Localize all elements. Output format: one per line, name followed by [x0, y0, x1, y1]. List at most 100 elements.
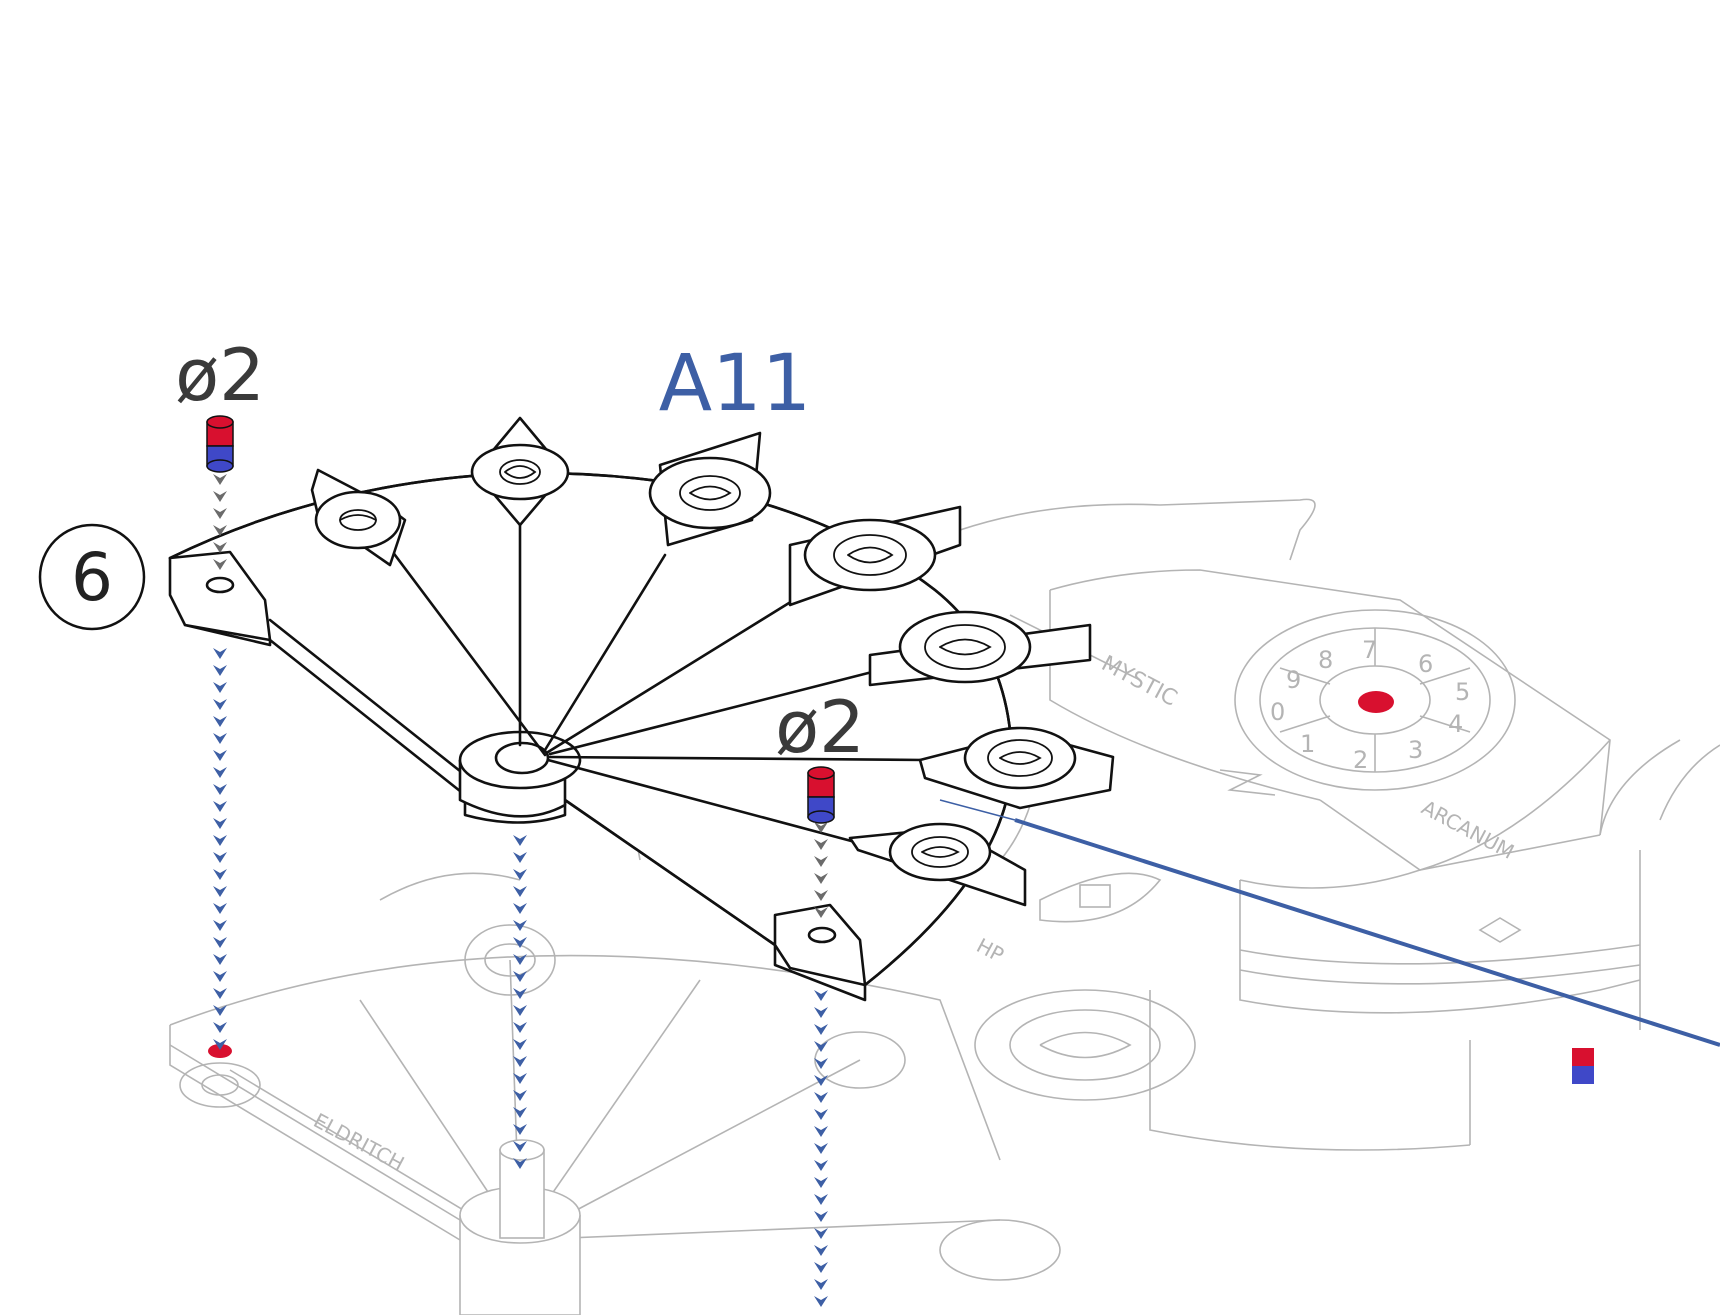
eye-symbol-icon: [310, 468, 407, 567]
arrow-head: [213, 648, 227, 659]
mystic-label: MYSTIC: [1097, 651, 1181, 711]
arrow-head: [814, 907, 828, 918]
arrow-head: [213, 937, 227, 948]
arrow-head: [513, 1158, 527, 1169]
part-a11-fan: [168, 416, 1115, 1002]
arrow-head: [213, 491, 227, 502]
arrow-head: [213, 699, 227, 710]
dial-number-6: 6: [1418, 650, 1433, 678]
arrow-head: [213, 801, 227, 812]
arrow-head: [213, 1039, 227, 1050]
arrow-head: [814, 822, 828, 833]
number-dial: 0 1 2 3 4 5 6 7 8 9: [1234, 609, 1516, 791]
arrow-head: [814, 1211, 828, 1222]
box-magnet-red: [1572, 1048, 1594, 1066]
arrow-head: [513, 988, 527, 999]
arrow-head: [814, 1177, 828, 1188]
arrow-head: [213, 542, 227, 553]
arrow-head: [513, 852, 527, 863]
arrow-head: [814, 890, 828, 901]
magnet-size-label-center: ø2: [775, 685, 865, 769]
dial-number-4: 4: [1448, 710, 1463, 738]
magnet-icon: [807, 766, 835, 824]
arrow-head: [814, 1109, 828, 1120]
dial-number-0: 0: [1270, 698, 1285, 726]
leader-line-thin: [939, 799, 1016, 821]
arrow-head: [213, 474, 227, 485]
eye-symbol-icon: [848, 822, 1027, 907]
arrow-head: [513, 1039, 527, 1050]
dial-number-3: 3: [1408, 736, 1423, 764]
arrow-head: [814, 1245, 828, 1256]
arrow-head: [213, 869, 227, 880]
eye-symbol-icon: [868, 610, 1092, 687]
arrow-head: [513, 971, 527, 982]
arrow-head: [513, 886, 527, 897]
dial-number-9: 9: [1286, 666, 1301, 694]
dial-center-magnet: [1358, 691, 1394, 713]
arrow-head: [213, 903, 227, 914]
arrow-head: [213, 750, 227, 761]
eye-symbol-icon: [470, 416, 570, 527]
dial-number-8: 8: [1318, 646, 1333, 674]
arrow-head: [513, 1124, 527, 1135]
arrow-head: [213, 971, 227, 982]
step-circle: [38, 523, 146, 631]
arrow-head: [213, 954, 227, 965]
arrow-head: [513, 937, 527, 948]
arrow-head: [213, 835, 227, 846]
arrow-head: [814, 1296, 828, 1307]
arrow-head: [814, 839, 828, 850]
arrow-head: [513, 1141, 527, 1152]
arrow-head: [513, 903, 527, 914]
arrow-head: [213, 988, 227, 999]
step-number: 6: [71, 539, 113, 616]
arrow-head: [814, 1075, 828, 1086]
arrow-head: [814, 1007, 828, 1018]
arrow-head: [814, 1058, 828, 1069]
arrow-head: [513, 869, 527, 880]
arrow-head: [213, 682, 227, 693]
arrow-head: [814, 1194, 828, 1205]
dial-number-7: 7: [1362, 636, 1377, 664]
arrow-head: [814, 1126, 828, 1137]
box-magnet-blue: [1572, 1066, 1594, 1084]
arrow-head: [213, 920, 227, 931]
arrow-head: [213, 1022, 227, 1033]
arrow-head: [213, 716, 227, 727]
arrow-head: [814, 1160, 828, 1171]
arrow-head: [213, 818, 227, 829]
arrow-head: [213, 886, 227, 897]
arrow-head: [213, 1005, 227, 1016]
arrow-head: [213, 559, 227, 570]
eye-symbol-icon: [788, 505, 962, 607]
dial-number-2: 2: [1353, 746, 1368, 774]
arrow-head: [814, 1041, 828, 1052]
diamond-marker: [1478, 917, 1522, 943]
arrow-head: [213, 852, 227, 863]
dial-number-1: 1: [1300, 730, 1315, 758]
arrow-head: [213, 784, 227, 795]
arrow-head: [814, 1143, 828, 1154]
background-eye-symbol: [974, 872, 1196, 1101]
arrow-head: [513, 920, 527, 931]
arrow-head: [814, 990, 828, 1001]
leader-line: [1014, 818, 1720, 1047]
arrow-head: [814, 1228, 828, 1239]
dial-number-5: 5: [1455, 678, 1470, 706]
arrow-head: [814, 1279, 828, 1290]
arrow-head: [513, 954, 527, 965]
arrow-head: [513, 1022, 527, 1033]
arrow-head: [213, 767, 227, 778]
arrow-head: [213, 508, 227, 519]
arrow-head: [213, 733, 227, 744]
arrow-head: [513, 1056, 527, 1067]
arcanum-label: ARCANUM: [1418, 795, 1519, 864]
eye-symbol-icon: [918, 726, 1115, 810]
eye-symbol-icon: [648, 431, 772, 547]
placed-magnet-left: [208, 1044, 232, 1058]
part-label: A11: [659, 339, 812, 429]
arrow-head: [213, 665, 227, 676]
